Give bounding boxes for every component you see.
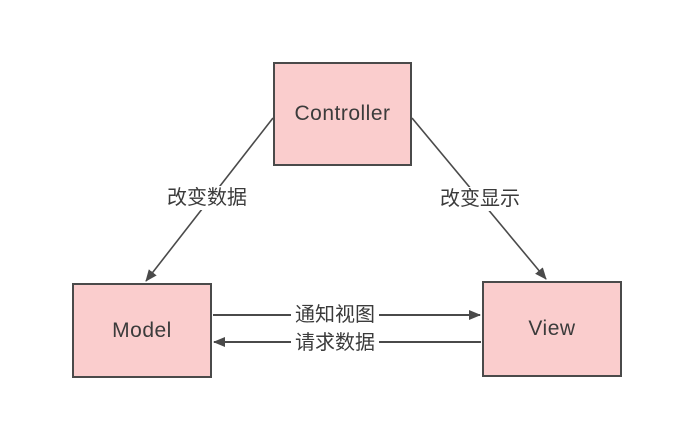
edge-label-request-data: 请求数据 xyxy=(291,331,379,355)
edge-label-change-display: 改变显示 xyxy=(436,187,524,211)
node-model: Model xyxy=(72,283,212,378)
node-model-label: Model xyxy=(112,318,172,342)
node-controller-label: Controller xyxy=(294,102,391,125)
node-view-label: View xyxy=(528,317,576,340)
node-view: View xyxy=(482,281,622,377)
edge-label-notify-view: 通知视图 xyxy=(291,303,379,327)
edge-label-change-data: 改变数据 xyxy=(163,186,251,210)
node-controller: Controller xyxy=(273,62,412,166)
